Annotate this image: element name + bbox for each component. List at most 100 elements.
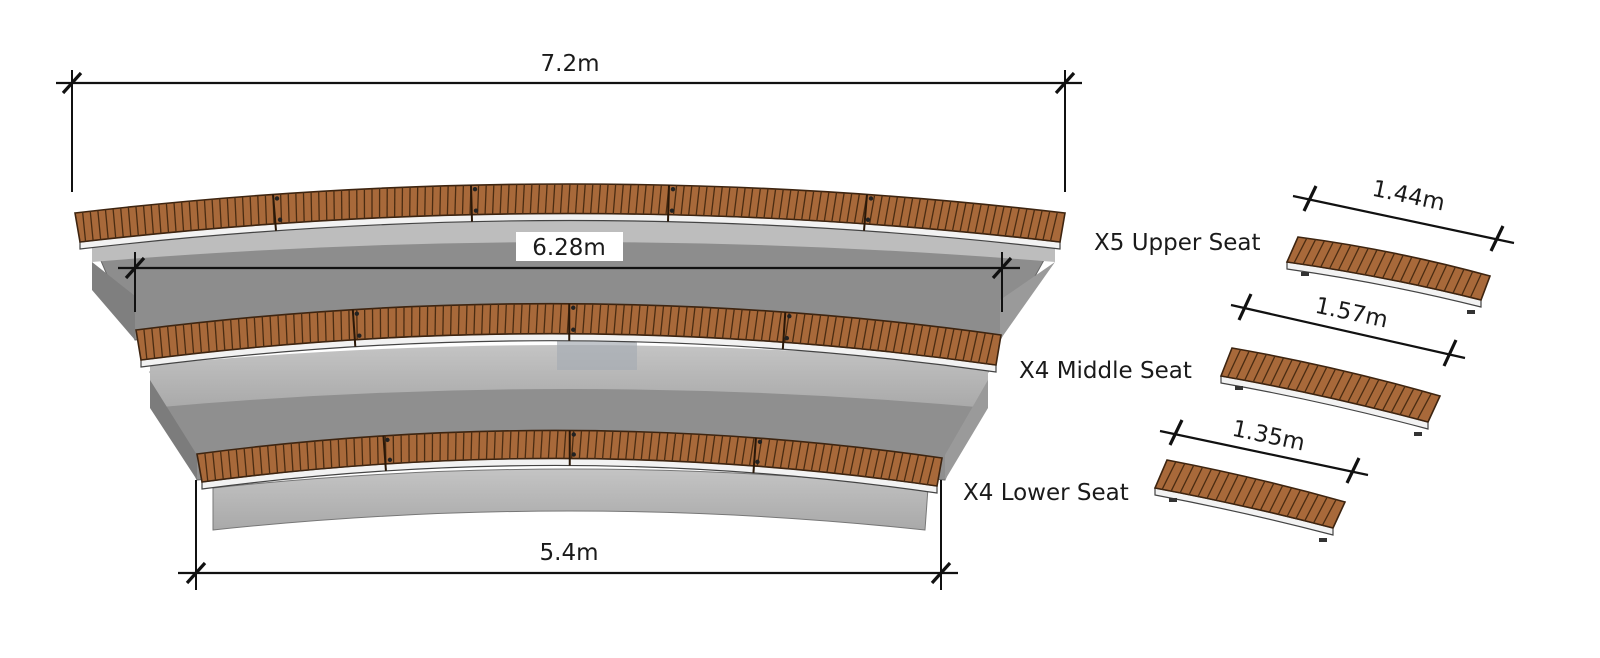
seat-slat	[1049, 211, 1059, 242]
seat-slat	[1027, 209, 1036, 239]
seat-bolt	[357, 333, 362, 338]
seat-slat	[431, 186, 434, 216]
seat-slat	[555, 430, 559, 459]
seat-bolt	[274, 196, 280, 201]
seat-slat	[787, 440, 794, 469]
seat-slat	[687, 185, 693, 216]
seat-slat	[642, 184, 647, 215]
seat-slat	[872, 449, 880, 478]
seat-slat	[329, 439, 333, 468]
seat-slat	[1278, 359, 1293, 388]
seat-foot	[1414, 432, 1422, 436]
seat-slat	[274, 444, 279, 473]
seat-slat	[574, 183, 579, 214]
seat-slat	[1443, 266, 1456, 292]
seat-slat	[612, 184, 617, 214]
seat-slat	[473, 304, 476, 335]
seat-slat	[1425, 262, 1439, 288]
seat-slat	[150, 204, 155, 234]
seat-slat	[1295, 362, 1311, 392]
seat-slat	[290, 443, 294, 472]
seat-slat	[243, 448, 248, 477]
seat-slat	[710, 435, 716, 464]
seat-slat	[640, 431, 645, 460]
seat-slat	[1381, 383, 1397, 412]
seat-slat	[300, 313, 304, 344]
seat-slat	[1286, 361, 1302, 390]
seat-slat	[785, 189, 792, 220]
seat-slat	[1312, 366, 1328, 395]
seat-slat	[222, 320, 226, 351]
seat-joint	[351, 309, 357, 347]
seat-slat	[1259, 482, 1275, 511]
seat-slat	[485, 431, 489, 460]
seat-slat	[853, 193, 861, 224]
seat-slat	[353, 437, 356, 466]
seat-slat	[594, 430, 598, 459]
seat-slat	[481, 304, 484, 335]
seat-slat	[478, 431, 481, 460]
seat-slat	[264, 194, 268, 225]
seat-slat	[753, 310, 759, 341]
seat-foot	[1301, 272, 1309, 276]
seat-slat	[816, 191, 822, 221]
seat-slat	[764, 438, 771, 468]
seat-slat	[776, 311, 783, 343]
seat-slat	[519, 303, 523, 334]
seat-slat	[261, 316, 265, 347]
seat-slat	[1329, 370, 1345, 399]
seat-joint	[470, 185, 473, 222]
seat-slat	[981, 204, 990, 235]
seat-slat	[779, 440, 786, 469]
seat-slat	[180, 201, 185, 232]
seat-slat	[465, 304, 468, 335]
seat-bolt	[571, 327, 576, 332]
seat-slat	[1303, 494, 1319, 522]
seat-slat	[791, 312, 798, 344]
seat-slat	[127, 207, 132, 237]
seat-slat	[582, 183, 586, 214]
seat-slat	[442, 305, 445, 336]
seat-slat	[348, 309, 351, 340]
seat-slat	[725, 186, 731, 217]
seat-slat	[683, 306, 688, 337]
seat-slat	[582, 303, 586, 334]
seat-slat	[1215, 472, 1230, 501]
upper-seat-length-label: 1.44m	[1370, 176, 1447, 217]
seat-slat	[880, 450, 888, 479]
seat-slat	[823, 191, 830, 222]
seat-slat	[1197, 468, 1213, 498]
seat-slat	[997, 206, 1005, 236]
seat-slat	[257, 195, 260, 225]
seat-slat	[310, 191, 313, 222]
seat-slat	[81, 212, 87, 242]
seat-slat	[906, 197, 914, 228]
seat-slat	[1460, 271, 1474, 296]
seat-slat	[635, 184, 640, 215]
seat-slat	[230, 319, 234, 350]
seat-slat	[686, 433, 692, 462]
seat-slat	[861, 319, 869, 350]
seat-slat	[1170, 463, 1186, 492]
seat-slat	[857, 447, 865, 477]
seat-slat	[911, 454, 920, 483]
seat-slat	[822, 315, 830, 346]
seat-slat	[484, 184, 487, 215]
seat-slat	[104, 209, 109, 239]
dimension-bottom-label: 5.4m	[540, 540, 599, 566]
seat-slat	[470, 431, 473, 460]
seat-slat	[293, 313, 296, 344]
seat-slat	[196, 200, 200, 230]
seat-slat	[741, 437, 747, 466]
seat-slat	[1355, 247, 1369, 274]
seat-slat	[838, 192, 845, 223]
seat-slat	[496, 304, 500, 335]
seat-slat	[332, 310, 335, 341]
middle-seat-length-label: 1.57m	[1313, 293, 1390, 334]
seat-slat	[609, 431, 614, 460]
seat-slat	[1034, 210, 1043, 240]
seat-slat	[308, 312, 312, 343]
seat-slat	[772, 439, 779, 468]
seat-slat	[733, 187, 739, 217]
seat-slat	[620, 184, 624, 214]
